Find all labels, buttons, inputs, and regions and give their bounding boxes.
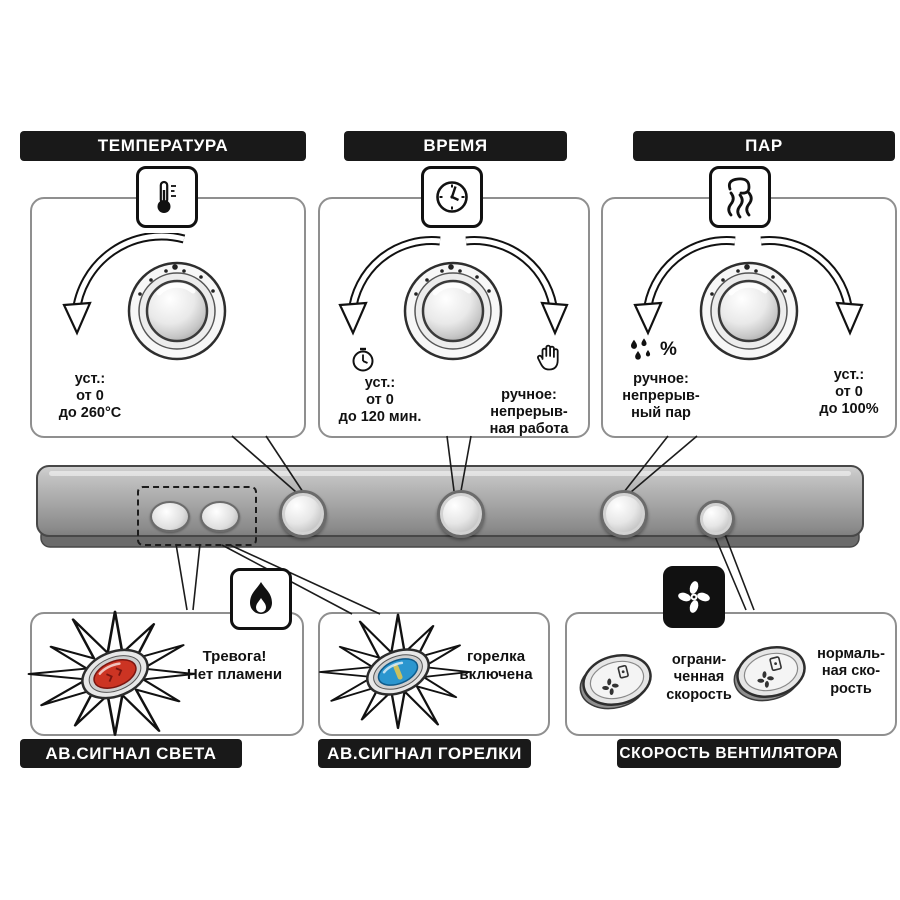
temperature-panel-knob bbox=[279, 490, 327, 538]
timer-icon bbox=[352, 347, 374, 372]
header-steam: ПАР bbox=[633, 131, 895, 161]
steam-iconbox bbox=[709, 166, 771, 228]
hand-icon bbox=[537, 344, 559, 371]
cw-arrow-icon bbox=[835, 301, 864, 336]
alarm-light-button bbox=[150, 501, 190, 532]
steam-manual-label: ручное: непрерыв- ный пар bbox=[622, 371, 700, 422]
limited-speed-glyph bbox=[602, 664, 629, 696]
time-knob bbox=[338, 236, 569, 361]
burner-lamp bbox=[366, 648, 430, 696]
limited-speed-label: ограни- ченная скорость bbox=[666, 652, 732, 703]
burner-alarm-callout: горелка включена bbox=[318, 612, 550, 736]
light-alarm-label: Тревога! Нет пламени bbox=[186, 648, 283, 683]
burner-alarm-label: горелка включена bbox=[459, 648, 533, 683]
header-temperature: ТЕМПЕРАТУРА bbox=[20, 131, 306, 161]
ccw-arrow-icon bbox=[338, 301, 368, 336]
header-fan-speed: СКОРОСТЬ ВЕНТИЛЯТОРА bbox=[617, 739, 841, 768]
temperature-set-label: уст.: от 0 до 260°C bbox=[58, 371, 122, 422]
steam-knob bbox=[633, 236, 864, 361]
time-panel-knob bbox=[437, 490, 485, 538]
steam-panel-knob bbox=[600, 490, 648, 538]
clock-iconbox bbox=[421, 166, 483, 228]
ccw-arrow-icon bbox=[62, 301, 92, 336]
clock-icon bbox=[436, 181, 468, 213]
steam-icon bbox=[727, 177, 753, 219]
fan-speed-button bbox=[697, 500, 735, 538]
ccw-arrow-icon bbox=[633, 301, 663, 336]
header-burner-alarm: АВ.СИГНАЛ ГОРЕЛКИ bbox=[318, 739, 531, 768]
thermometer-icon bbox=[157, 180, 176, 213]
temperature-panel: уст.: от 0 до 260°C bbox=[30, 197, 306, 438]
alarm-lamp-starburst bbox=[27, 610, 196, 736]
time-set-label: уст.: от 0 до 120 мин. bbox=[338, 375, 422, 426]
manual-steam-indicator: % bbox=[627, 337, 677, 363]
header-light-alarm: АВ.СИГНАЛ СВЕТА bbox=[20, 739, 242, 768]
thermometer-iconbox bbox=[136, 166, 198, 228]
light-alarm-callout: Тревога! Нет пламени bbox=[27, 610, 304, 736]
flame-icon bbox=[250, 582, 272, 614]
steam-set-label: уст.: от 0 до 100% bbox=[819, 367, 879, 418]
time-panel: уст.: от 0 до 120 мин. ручное: непрерыв-… bbox=[318, 197, 590, 438]
header-time: ВРЕМЯ bbox=[344, 131, 567, 161]
normal-speed-button bbox=[733, 646, 806, 702]
cw-arrow-icon bbox=[540, 301, 569, 336]
time-manual-label: ручное: непрерыв- ная работа bbox=[489, 387, 569, 438]
temperature-knob bbox=[62, 233, 227, 361]
fan-speed-callout: ограни- ченная скорость нормаль bbox=[565, 612, 897, 736]
burner-light-button bbox=[200, 501, 240, 532]
alarm-lamp bbox=[81, 648, 149, 700]
percent-label: % bbox=[660, 339, 677, 360]
fan-icon bbox=[678, 581, 710, 613]
normal-speed-label: нормаль- ная ско- рость bbox=[817, 646, 885, 697]
burner-lamp-starburst bbox=[318, 613, 471, 730]
steam-panel: % ручное: непрерыв- ный пар уст.: от 0 д… bbox=[601, 197, 897, 438]
normal-speed-glyph bbox=[757, 656, 782, 688]
limited-speed-button bbox=[579, 654, 652, 710]
flame-iconbox bbox=[230, 568, 292, 630]
fan-iconbox bbox=[663, 566, 725, 628]
droplets-icon bbox=[631, 338, 651, 360]
